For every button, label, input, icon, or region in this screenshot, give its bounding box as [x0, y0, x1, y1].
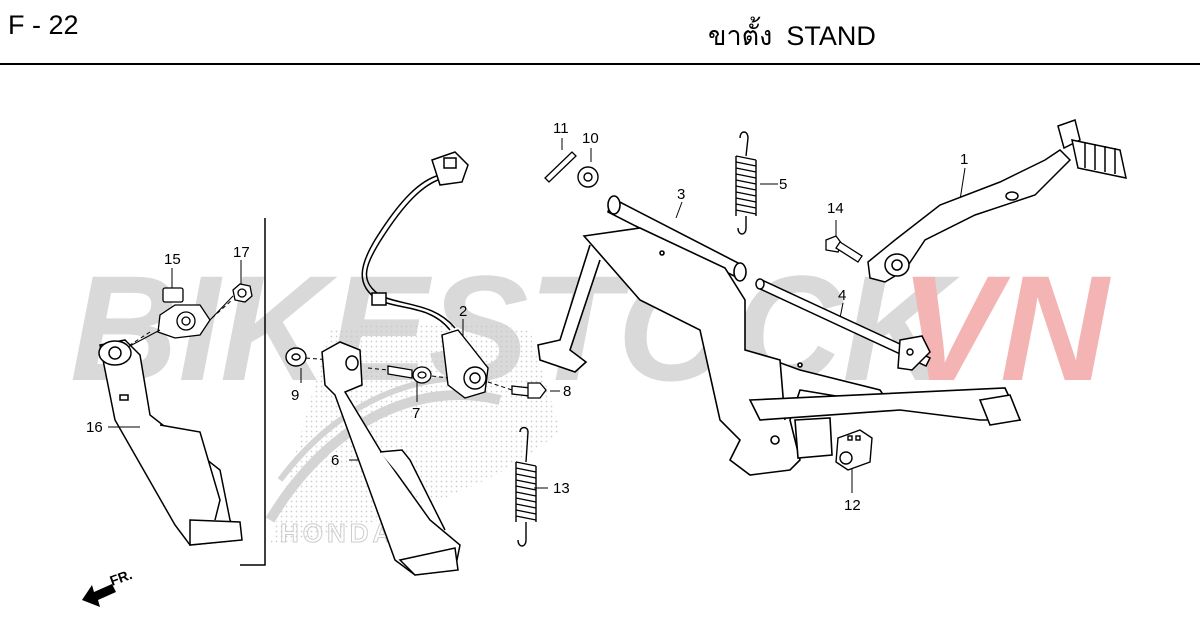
nut-17-icon [232, 283, 253, 303]
page-code: F - 22 [8, 10, 79, 40]
spring-13-icon [515, 426, 537, 547]
group-separator [240, 218, 266, 566]
side-stand-switch-icon [157, 287, 211, 339]
callout-4: 4 [838, 287, 846, 304]
diagram-header: F - 22 ขาตั้ง STAND [0, 0, 1200, 65]
wire-harness-icon [361, 151, 469, 331]
brake-pedal-1-icon [867, 119, 1127, 283]
washer-10-icon [577, 166, 599, 188]
callout-14: 14 [827, 200, 844, 217]
callout-8: 8 [563, 383, 571, 400]
callout-17: 17 [233, 244, 250, 261]
dashed-alignment [129, 299, 513, 391]
front-direction-icon: FR. [82, 566, 134, 607]
stopper-12-icon [835, 429, 873, 471]
side-stand-icon [98, 339, 243, 546]
honda-wordmark: HONDA [280, 518, 395, 548]
main-stand-3-icon [537, 195, 1022, 476]
callout-5: 5 [779, 176, 787, 193]
callout-10: 10 [582, 130, 599, 147]
watermark-accent: VN [900, 244, 1111, 412]
callout-12: 12 [844, 497, 861, 514]
stand-shaft-4-icon [755, 278, 932, 371]
title-thai: ขาตั้ง [708, 21, 773, 51]
callout-9: 9 [291, 387, 299, 404]
spring-5-icon [735, 131, 757, 235]
callout-11: 11 [553, 120, 569, 137]
callout-15: 15 [164, 251, 181, 268]
callout-16: 16 [86, 419, 103, 436]
bolt-7-icon [387, 365, 432, 384]
front-direction-label: FR. [108, 566, 135, 589]
callout-1: 1 [960, 151, 968, 168]
collar-9-icon [285, 347, 307, 367]
stand-bar-6-icon [321, 341, 461, 576]
callout-2: 2 [459, 303, 467, 320]
callout-numbers: 1 2 3 4 5 6 7 8 9 10 11 12 13 14 15 16 1… [86, 120, 968, 514]
callout-13: 13 [553, 480, 570, 497]
center-stand-switch-icon [441, 329, 489, 399]
title-english: STAND [786, 21, 876, 51]
callout-7: 7 [412, 405, 420, 422]
callout-3: 3 [677, 186, 685, 203]
header-rule [0, 63, 1200, 65]
bolt-14-icon [825, 235, 863, 263]
callout-6: 6 [331, 452, 339, 469]
page-title: ขาตั้ง STAND [708, 14, 876, 57]
cotter-pin-11-icon [544, 151, 577, 183]
bolt-8-icon [511, 382, 547, 399]
